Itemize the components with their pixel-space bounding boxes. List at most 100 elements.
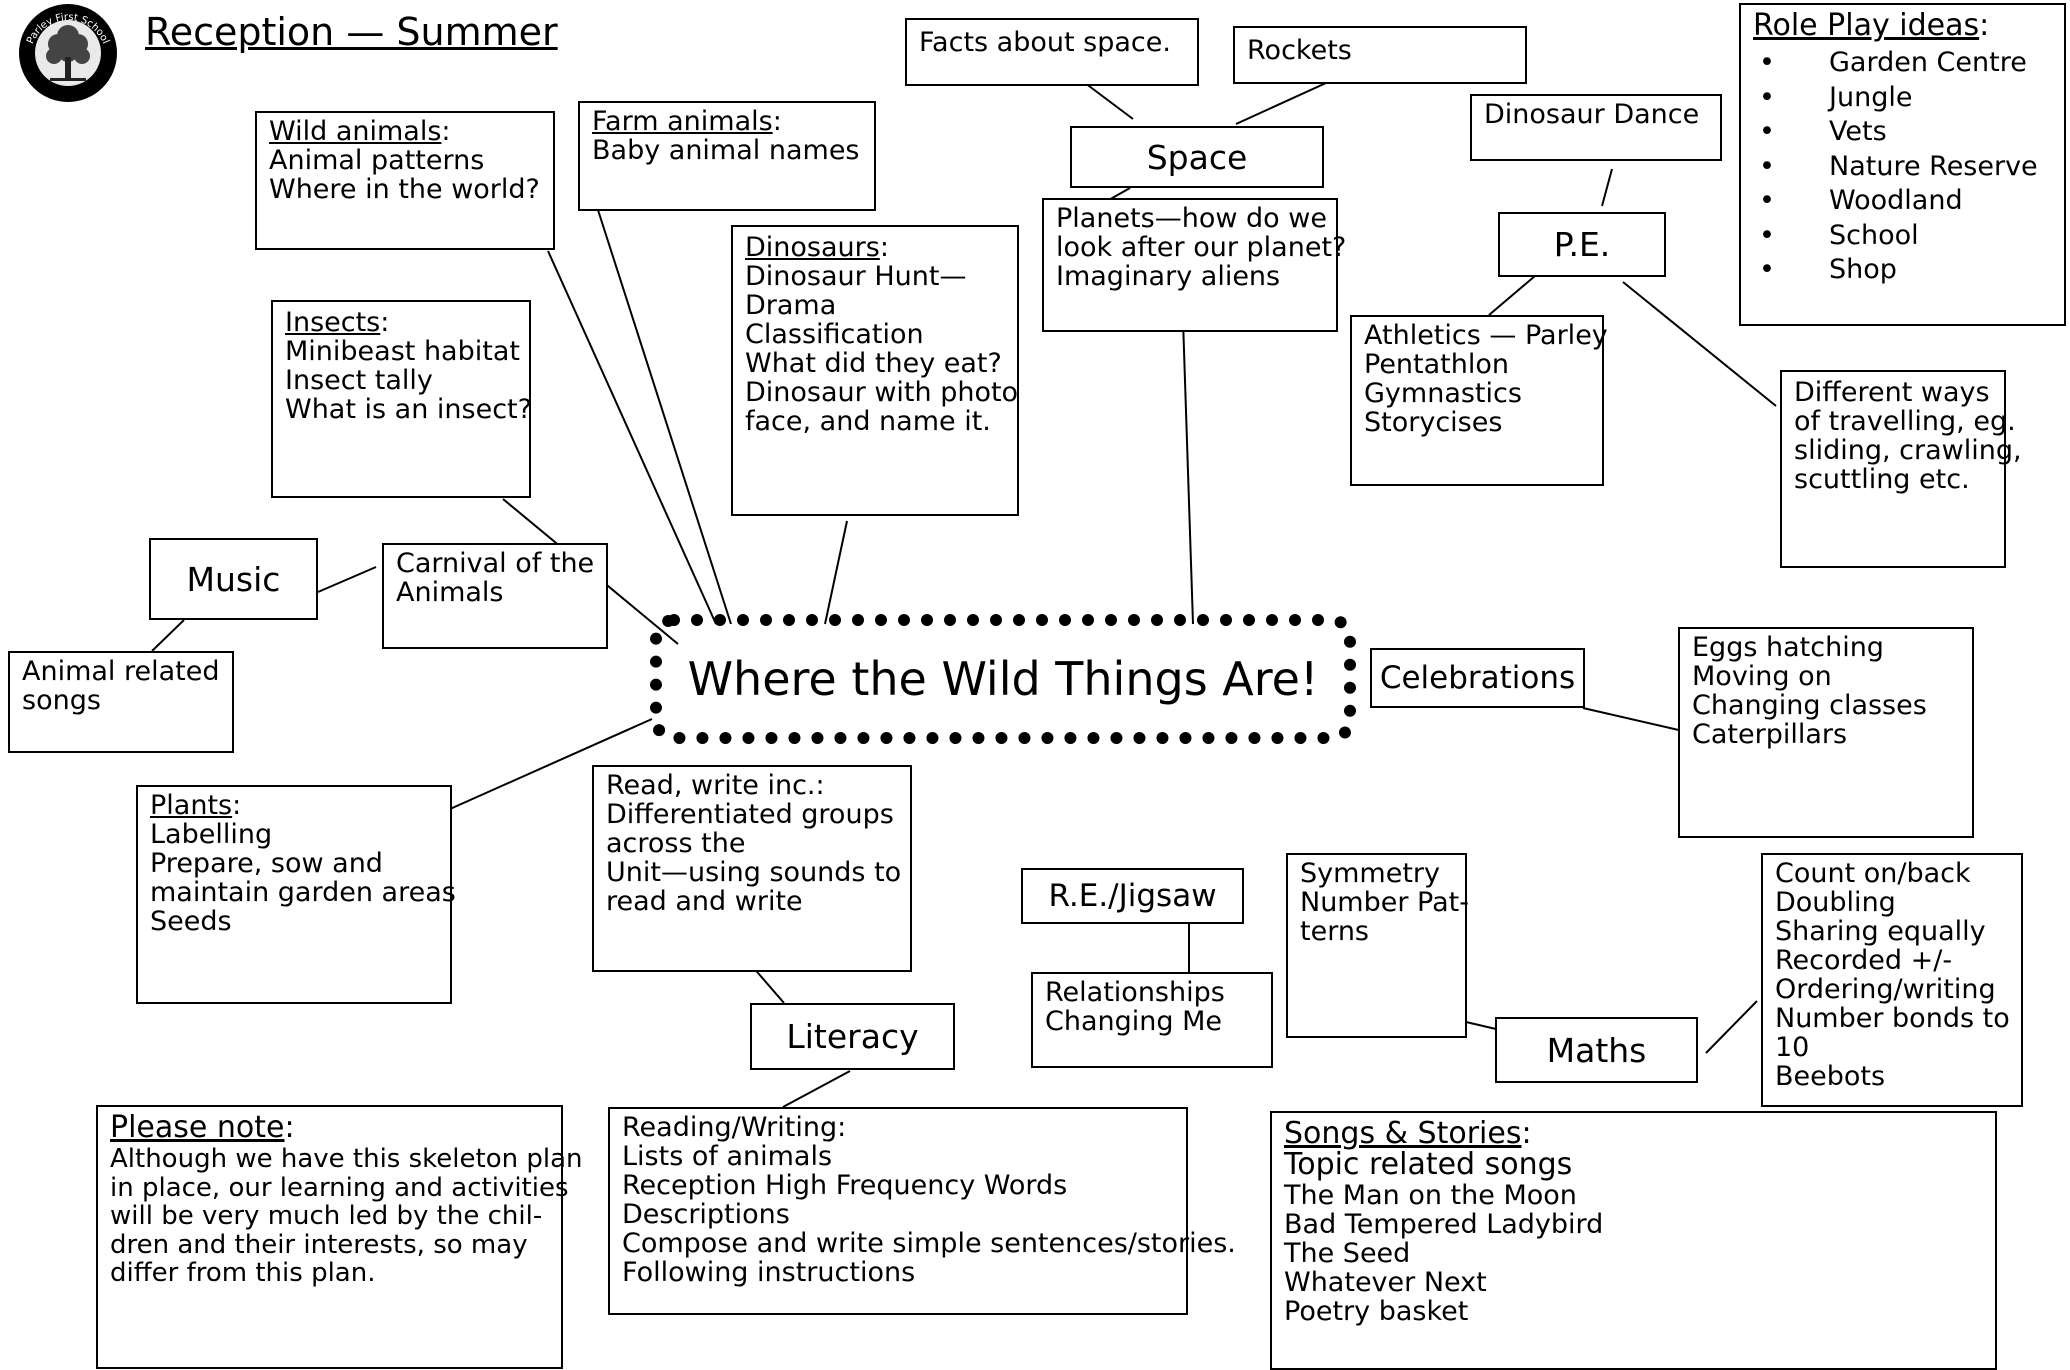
central-topic-bubble: Where the Wild Things Are!: [650, 614, 1356, 744]
celebrations-item: Eggs hatching: [1692, 632, 1884, 663]
re-item: Changing Me: [1045, 1006, 1223, 1037]
read-write-box: Read, write inc.: Differentiated groups …: [592, 765, 912, 972]
dotted-border: [650, 614, 1356, 744]
rockets-box: Rockets: [1233, 26, 1527, 84]
literacy-label: Literacy: [750, 1003, 955, 1070]
re-item: Relationships: [1045, 977, 1225, 1008]
reading-writing-item: Following instructions: [622, 1257, 916, 1288]
celebrations-item: Changing classes: [1692, 690, 1927, 721]
dinosaurs-item: Drama: [745, 290, 837, 321]
role-play-list: Garden Centre Jungle Vets Nature Reserve…: [1753, 46, 2052, 288]
plants-item: Seeds: [150, 906, 232, 937]
songs-stories-item: Bad Tempered Ladybird: [1284, 1209, 1604, 1240]
please-note-line: Although we have this skeleton plan: [110, 1144, 583, 1174]
symmetry-text: Number Pat-: [1300, 887, 1469, 918]
travelling-text: sliding, crawling,: [1794, 435, 2022, 466]
maths-label-text: Maths: [1546, 1030, 1647, 1070]
page-title: Reception — Summer: [145, 10, 558, 54]
reading-writing-item: Reception High Frequency Words: [622, 1170, 1068, 1201]
role-play-item: Jungle: [1753, 81, 2052, 116]
maths-item: Recorded +/-: [1775, 945, 1953, 976]
role-play-box: Role Play ideas: Garden Centre Jungle Ve…: [1739, 3, 2066, 326]
pe-label-text: P.E.: [1553, 225, 1611, 264]
role-play-item: School: [1753, 219, 2052, 254]
songs-stories-subheading: Topic related songs: [1284, 1147, 1573, 1182]
dinosaurs-item: Dinosaur Hunt—: [745, 261, 967, 292]
animal-songs-box: Animal related songs: [8, 651, 234, 753]
read-write-text: Differentiated groups: [606, 799, 894, 830]
travelling-text: scuttling etc.: [1794, 464, 1970, 495]
plants-heading: Plants:: [150, 790, 242, 821]
role-play-heading: Role Play ideas:: [1753, 8, 1990, 43]
reading-writing-item: Reading/Writing:: [622, 1112, 847, 1143]
wild-animals-heading: Wild animals:: [269, 116, 451, 147]
role-play-item: Nature Reserve: [1753, 150, 2052, 185]
maths-item: Beebots: [1775, 1061, 1886, 1092]
pe-label: P.E.: [1498, 212, 1666, 277]
insects-item: Minibeast habitat: [285, 336, 520, 367]
celebrations-label: Celebrations: [1370, 648, 1585, 708]
space-topics-box: Planets—how do we look after our planet?…: [1042, 198, 1347, 332]
space-label-text: Space: [1146, 137, 1248, 177]
insects-box: Insects: Minibeast habitat Insect tally …: [271, 300, 532, 498]
read-write-text: read and write: [606, 886, 803, 917]
please-note-box: Please note: Although we have this skele…: [96, 1105, 583, 1369]
insects-item: Insect tally: [285, 365, 433, 396]
dinosaur-dance-box: Dinosaur Dance: [1470, 94, 1722, 161]
symmetry-box: Symmetry Number Pat- terns: [1286, 853, 1469, 1038]
space-topic-item: look after our planet?: [1056, 232, 1347, 263]
rockets-text: Rockets: [1247, 35, 1352, 66]
re-jigsaw-label: R.E./Jigsaw: [1021, 868, 1244, 924]
maths-items-box: Count on/back Doubling Sharing equally R…: [1761, 853, 2023, 1107]
re-jigsaw-label-text: R.E./Jigsaw: [1048, 878, 1217, 914]
space-label: Space: [1070, 126, 1324, 188]
symmetry-text: Symmetry: [1300, 858, 1440, 889]
songs-stories-item: The Seed: [1284, 1238, 1411, 1269]
reading-writing-item: Descriptions: [622, 1199, 790, 1230]
farm-animals-box: Farm animals: Baby animal names: [578, 101, 876, 211]
please-note-line: in place, our learning and activities: [110, 1172, 569, 1203]
celebrations-box: Eggs hatching Moving on Changing classes…: [1678, 627, 1974, 838]
please-note-line: will be very much led by the chil-: [110, 1201, 543, 1231]
songs-stories-item: The Man on the Moon: [1284, 1180, 1577, 1211]
carnival-text: Carnival of the: [396, 548, 595, 579]
dinosaurs-item: What did they eat?: [745, 348, 1002, 379]
music-label: Music: [149, 538, 318, 620]
wild-animals-item: Animal patterns: [269, 145, 485, 176]
reading-writing-item: Lists of animals: [622, 1141, 833, 1172]
role-play-item: Garden Centre: [1753, 46, 2052, 81]
songs-stories-item: Whatever Next: [1284, 1267, 1487, 1298]
pe-activity-item: Gymnastics: [1364, 378, 1522, 409]
celebrations-label-text: Celebrations: [1379, 660, 1576, 696]
pe-activities-box: Athletics — Parley Pentathlon Gymnastics…: [1350, 315, 1608, 486]
role-play-item: Woodland: [1753, 184, 2052, 219]
travelling-box: Different ways of travelling, eg. slidin…: [1780, 370, 2022, 568]
read-write-text: across the: [606, 828, 746, 859]
dinosaurs-box: Dinosaurs: Dinosaur Hunt— Drama Classifi…: [731, 225, 1019, 516]
space-topic-item: Imaginary aliens: [1056, 261, 1281, 292]
facts-about-space-text: Facts about space.: [919, 27, 1171, 58]
insects-item: What is an insect?: [285, 394, 532, 425]
dinosaurs-item: Classification: [745, 319, 924, 350]
pe-activity-item: Storycises: [1364, 407, 1503, 438]
plants-item: maintain garden areas: [150, 877, 456, 908]
travelling-text: Different ways: [1794, 377, 1990, 408]
songs-stories-box: Songs & Stories: Topic related songs The…: [1270, 1111, 1997, 1370]
maths-label: Maths: [1495, 1017, 1698, 1083]
please-note-line: differ from this plan.: [110, 1258, 376, 1288]
maths-item: 10: [1775, 1032, 1810, 1063]
plants-item: Prepare, sow and: [150, 848, 383, 879]
facts-about-space-box: Facts about space.: [905, 18, 1199, 86]
animal-songs-text: Animal related: [22, 656, 220, 687]
dinosaur-dance-text: Dinosaur Dance: [1484, 99, 1700, 130]
carnival-box: Carnival of the Animals: [382, 543, 608, 649]
wild-animals-item: Where in the world?: [269, 174, 540, 205]
maths-item: Sharing equally: [1775, 916, 1986, 947]
dinosaurs-heading: Dinosaurs:: [745, 232, 889, 263]
insects-heading: Insects:: [285, 307, 390, 338]
songs-stories-item: Poetry basket: [1284, 1296, 1469, 1327]
pe-activity-item: Pentathlon: [1364, 349, 1510, 380]
animal-songs-text: songs: [22, 685, 101, 716]
carnival-text: Animals: [396, 577, 504, 608]
maths-item: Count on/back: [1775, 858, 1971, 889]
